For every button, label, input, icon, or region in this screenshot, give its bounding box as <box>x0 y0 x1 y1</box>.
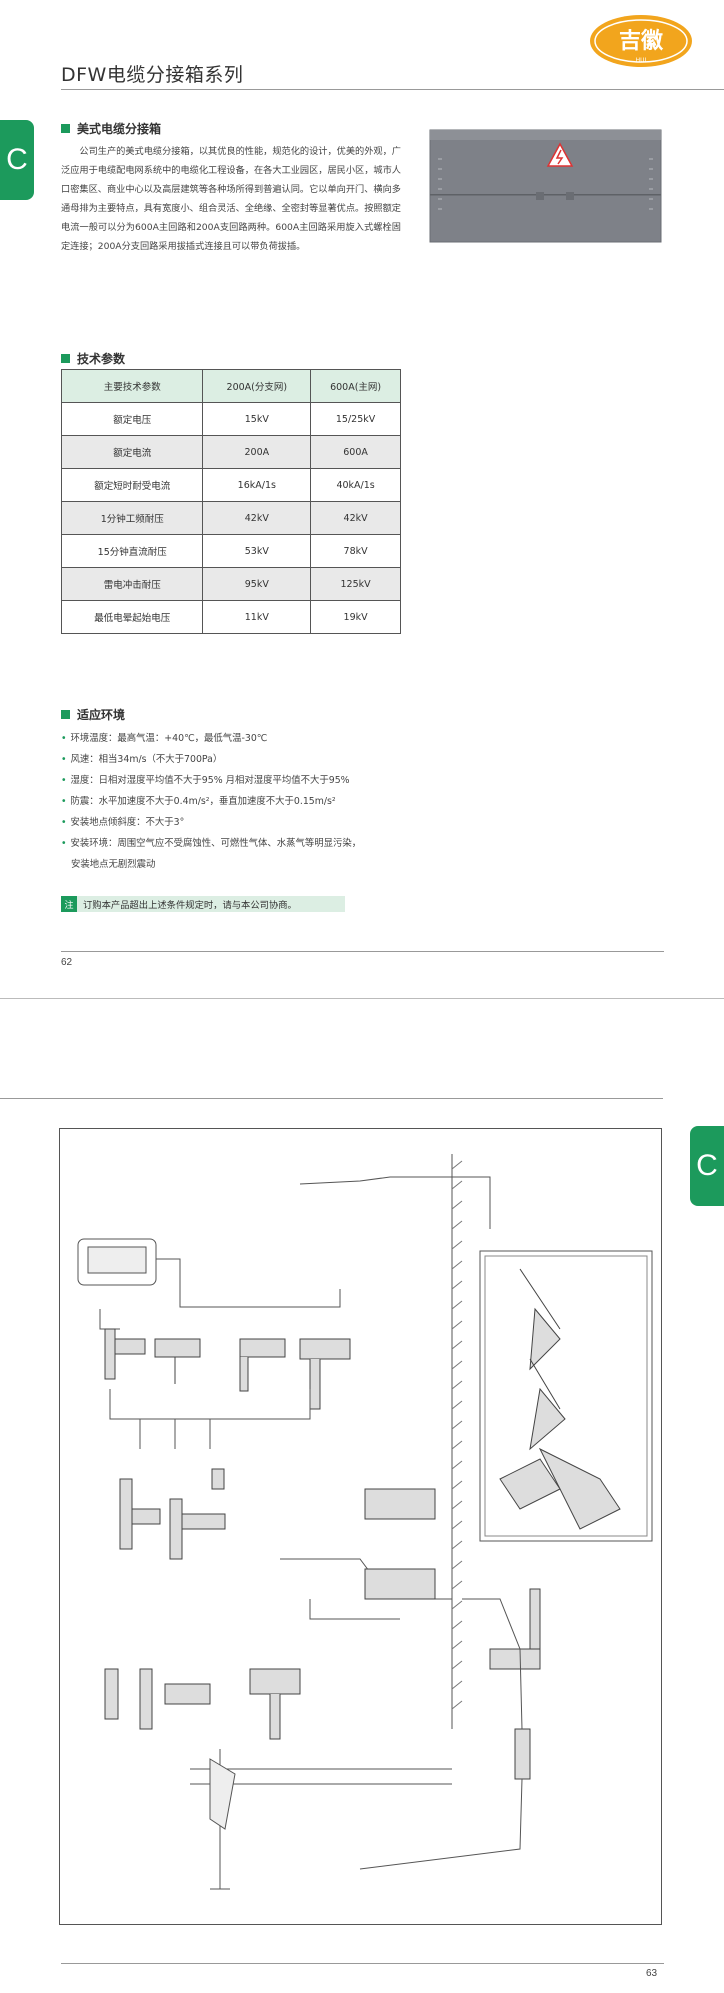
list-item: •风速：相当34m/s（不大于700Pa） <box>61 754 223 765</box>
cable-box-photo <box>428 128 663 244</box>
spec-value-200a: 95kV <box>202 567 312 601</box>
note-tag: 注 <box>61 896 77 912</box>
spec-name: 额定电压 <box>60 402 204 436</box>
table-row: 1分钟工频耐压 42kV 42kV <box>60 501 401 535</box>
environment-list: •环境温度：最高气温：+40℃，最低气温-30℃ •风速：相当34m/s（不大于… <box>61 728 361 875</box>
spec-name: 额定短时耐受电流 <box>60 468 204 502</box>
intro-heading: 美式电缆分接箱 <box>61 120 161 137</box>
installation-diagram <box>77 1154 653 1890</box>
page-title: DFW电缆分接箱系列 <box>61 64 244 86</box>
specs-col-header: 主要技术参数 <box>60 369 204 403</box>
list-item: •环境温度：最高气温：+40℃，最低气温-30℃ <box>61 733 268 744</box>
specs-col-header: 200A(分支网) <box>202 369 312 403</box>
table-row: 最低电晕起始电压 11kV 19kV <box>60 600 401 634</box>
page2-footer-divider <box>61 1963 664 1964</box>
spec-value-200a: 53kV <box>202 534 312 568</box>
brand-logo: 吉徽 HUI <box>588 12 694 70</box>
table-row: 15分钟直流耐压 53kV 78kV <box>60 534 401 568</box>
intro-heading-text: 美式电缆分接箱 <box>77 122 162 136</box>
page-separator <box>0 998 724 999</box>
order-note: 注 订购本产品超出上述条件规定时，请与本公司协商。 <box>61 896 345 912</box>
page-number-left: 62 <box>61 957 73 968</box>
spec-value-600a: 78kV <box>310 534 401 568</box>
section-tab-left: C <box>0 120 34 200</box>
table-row: 雷电冲击耐压 95kV 125kV <box>60 567 401 601</box>
heading-square-icon <box>61 354 70 363</box>
specs-heading: 技术参数 <box>61 350 125 367</box>
installation-diagram-frame <box>59 1128 662 1925</box>
title-divider <box>61 89 724 90</box>
environment-heading-text: 适应环境 <box>77 708 126 722</box>
heading-square-icon <box>61 124 70 133</box>
spec-value-600a: 42kV <box>310 501 401 535</box>
spec-value-200a: 16kA/1s <box>202 468 312 502</box>
spec-value-200a: 15kV <box>202 402 312 436</box>
table-row: 额定电压 15kV 15/25kV <box>60 402 401 436</box>
table-row: 额定短时耐受电流 16kA/1s 40kA/1s <box>60 468 401 502</box>
specs-table: 主要技术参数 200A(分支网) 600A(主网) 额定电压 15kV 15/2… <box>60 369 401 634</box>
spec-value-200a: 11kV <box>202 600 312 634</box>
specs-header-row: 主要技术参数 200A(分支网) 600A(主网) <box>60 369 401 403</box>
spec-name: 15分钟直流耐压 <box>60 534 204 568</box>
list-item: •防震：水平加速度不大于0.4m/s²，垂直加速度不大于0.15m/s² <box>61 796 336 807</box>
specs-col-header: 600A(主网) <box>310 369 401 403</box>
spec-value-200a: 200A <box>202 435 312 469</box>
table-row: 额定电流 200A 600A <box>60 435 401 469</box>
environment-heading: 适应环境 <box>61 706 125 723</box>
spec-name: 最低电晕起始电压 <box>60 600 204 634</box>
spec-value-600a: 125kV <box>310 567 401 601</box>
svg-text:HUI: HUI <box>636 57 647 64</box>
note-text: 订购本产品超出上述条件规定时，请与本公司协商。 <box>83 900 297 911</box>
section-tab-right: C <box>690 1126 724 1206</box>
spec-name: 额定电流 <box>60 435 204 469</box>
spec-value-600a: 19kV <box>310 600 401 634</box>
spec-value-200a: 42kV <box>202 501 312 535</box>
specs-heading-text: 技术参数 <box>77 352 126 366</box>
page2-top-divider <box>0 1098 663 1099</box>
svg-text:吉徽: 吉徽 <box>619 28 664 54</box>
page-number-right: 63 <box>646 1968 658 1979</box>
spec-name: 雷电冲击耐压 <box>60 567 204 601</box>
list-item: •安装环境：周围空气应不受腐蚀性、可燃性气体、水蒸气等明显污染， <box>61 838 362 849</box>
spec-value-600a: 600A <box>310 435 401 469</box>
list-item: •湿度：日相对湿度平均值不大于95% 月相对湿度平均值不大于95% <box>61 775 350 786</box>
heading-square-icon <box>61 710 70 719</box>
intro-paragraph: 公司生产的美式电缆分接箱，以其优良的性能，规范化的设计，优美的外观，广泛应用于电… <box>61 146 401 252</box>
list-item: •安装地点倾斜度：不大于3° <box>61 817 185 828</box>
footer-divider <box>61 951 664 952</box>
list-item: 安装地点无剧烈震动 <box>71 859 156 870</box>
spec-name: 1分钟工频耐压 <box>60 501 204 535</box>
spec-value-600a: 15/25kV <box>310 402 401 436</box>
spec-value-600a: 40kA/1s <box>310 468 401 502</box>
